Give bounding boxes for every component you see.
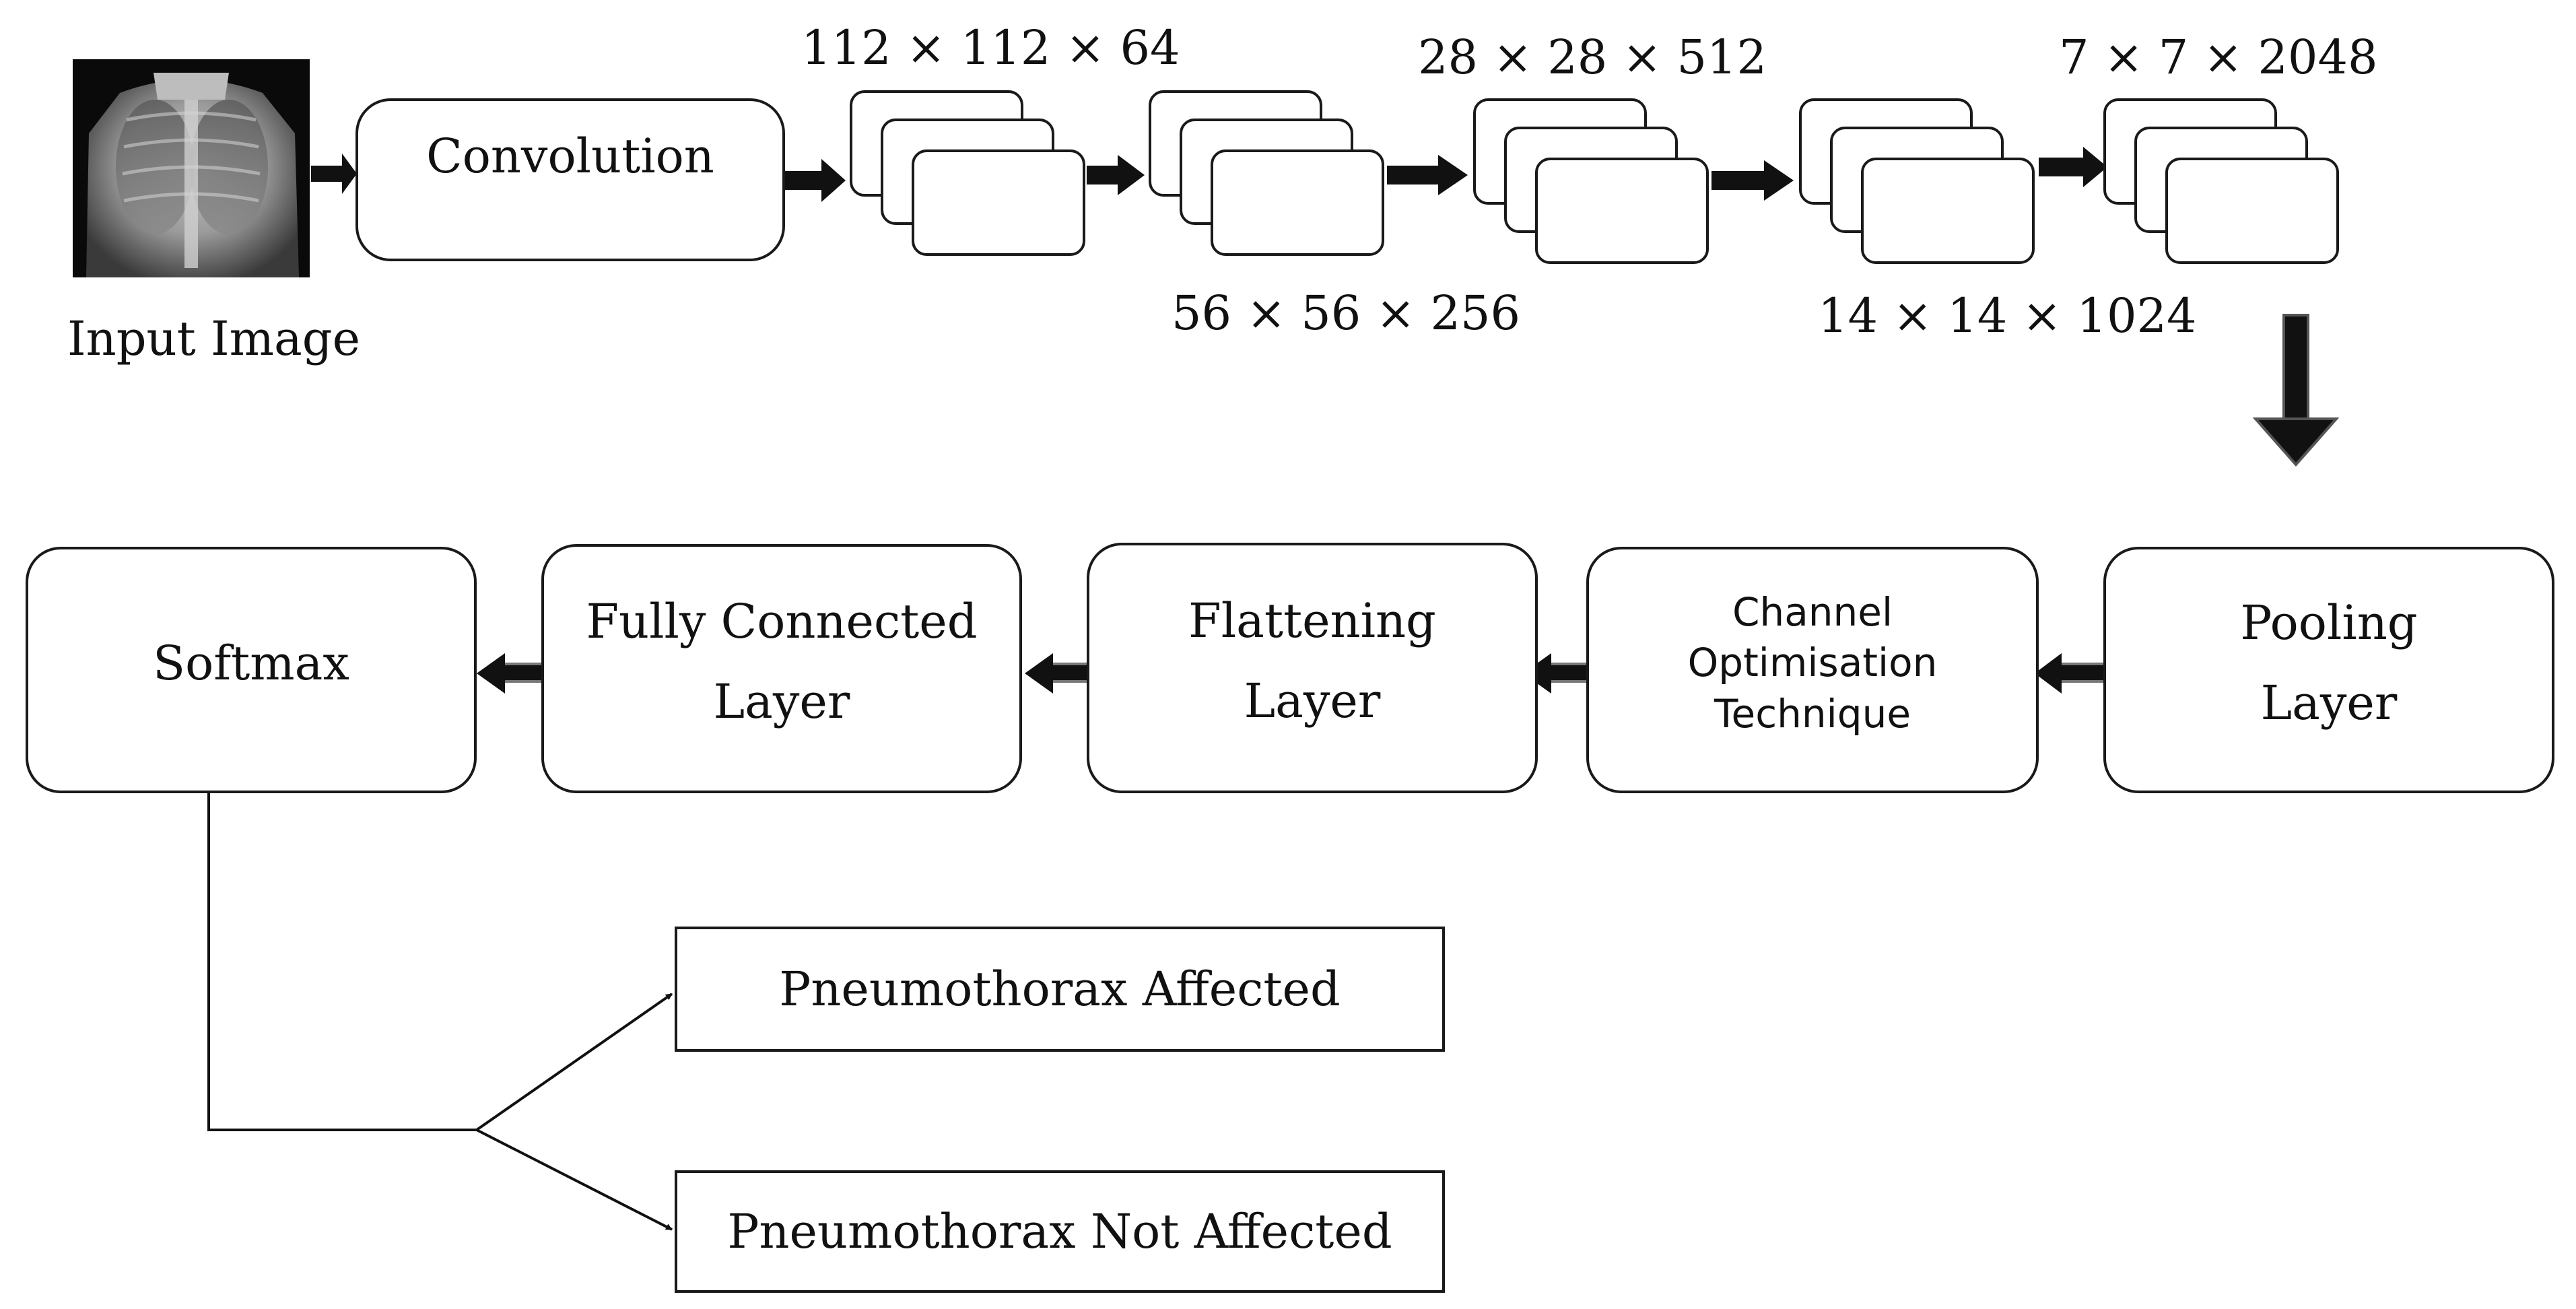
feature-map-3-dims: 28 × 28 × 512 [1418,30,1767,85]
pneumothorax-affected-box: Pneumothorax Affected [675,927,1445,1052]
input-image-caption: Input Image [67,311,361,366]
arrow-fm2-to-fm3 [1387,155,1468,195]
arrow-fm3-to-fm4 [1711,160,1794,201]
feature-map-card [2165,158,2339,264]
feature-map-card [1861,158,2035,264]
pneumothorax-affected-label: Pneumothorax Affected [779,961,1341,1017]
feature-map-card [1211,149,1384,256]
channel-optimisation-label: Channel Optimisation Technique [1687,589,1938,737]
branch-arrow-affected [475,993,673,1131]
arrow-down-to-pooling [2252,314,2340,467]
arrow-fm4-to-fm5 [2039,147,2107,187]
feature-map-card [1535,158,1709,264]
convolution-box: Convolution [355,98,785,261]
feature-map-1-dims: 112 × 112 × 64 [801,20,1180,75]
fully-connected-layer-label: Fully Connected Layer [586,594,978,729]
arrow-convolution-to-fm1 [785,159,846,202]
pneumothorax-not-affected-box: Pneumothorax Not Affected [675,1170,1445,1293]
arrow-input-to-convolution [311,154,357,194]
arrow-flattening-to-fully-connected [1025,653,1095,694]
chest-xray-image [73,59,310,277]
pneumothorax-not-affected-label: Pneumothorax Not Affected [727,1203,1392,1259]
pooling-layer-box: Pooling Layer [2103,547,2554,793]
flattening-layer-box: Flattening Layer [1087,543,1538,793]
channel-optimisation-box: Channel Optimisation Technique [1586,547,2039,793]
softmax-label: Softmax [153,635,349,691]
convolution-label: Convolution [426,128,714,184]
feature-map-5-dims: 7 × 7 × 2048 [2059,30,2378,85]
arrow-fully-connected-to-softmax [477,653,549,694]
feature-map-2-dims: 56 × 56 × 256 [1172,286,1521,341]
flattening-layer-label: Flattening Layer [1188,593,1436,729]
arrow-fm1-to-fm2 [1087,155,1145,195]
branch-arrow-not-affected [476,1129,673,1231]
feature-map-4-dims: 14 × 14 × 1024 [1818,288,2197,343]
softmax-output-connector [207,793,477,1131]
fully-connected-layer-box: Fully Connected Layer [541,544,1022,793]
arrow-pooling-to-channel [2035,653,2107,694]
pooling-layer-label: Pooling Layer [2240,595,2418,731]
softmax-box: Softmax [26,547,477,793]
feature-map-card [912,149,1085,256]
